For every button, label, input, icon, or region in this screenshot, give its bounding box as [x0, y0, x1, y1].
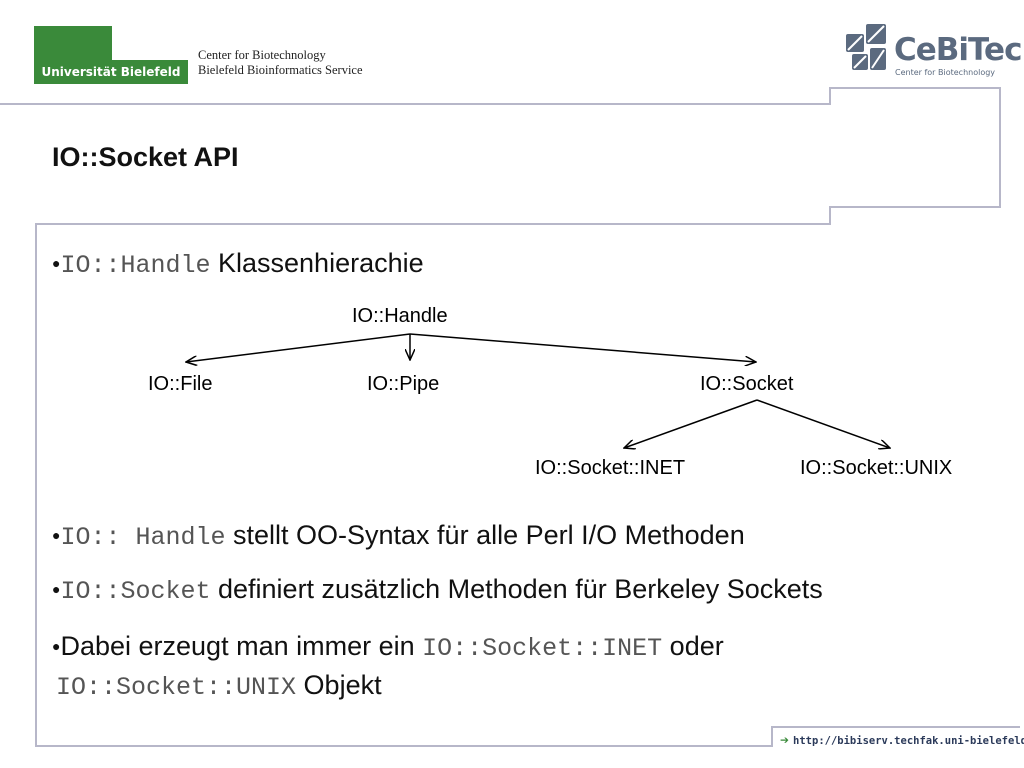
bullet-3: ●IO::Socket definiert zusätzlich Methode…: [52, 574, 823, 606]
center-line-1: Center for Biotechnology: [198, 48, 326, 62]
node-io-pipe: IO::Pipe: [367, 373, 439, 395]
edge-socket-inet: [624, 399, 758, 448]
slide-title: IO::Socket API: [52, 142, 239, 172]
bullet-4-line-1: ●Dabei erzeugt man immer ein IO::Socket:…: [52, 628, 724, 667]
bullet-dot: ●: [52, 580, 61, 597]
bullet-2-text: stellt OO-Syntax für alle Perl I/O Metho…: [225, 520, 745, 550]
university-logo: Universität Bielefeld: [34, 26, 188, 84]
footer-url[interactable]: ➔http://bibiserv.techfak.uni-bielefeld.d…: [780, 730, 1024, 749]
node-io-handle: IO::Handle: [352, 305, 448, 327]
bullet-4-text-after: Objekt: [296, 670, 382, 700]
node-io-socket-inet: IO::Socket::INET: [535, 457, 685, 479]
node-io-socket: IO::Socket: [700, 373, 794, 395]
cebitec-logo: CeBiTec Center for Biotechnology: [842, 20, 1022, 80]
edge-handle-file: [186, 333, 411, 362]
bullet-dot: ●: [52, 526, 61, 543]
edge-handle-socket: [409, 333, 756, 362]
center-info: Center for Biotechnology Bielefeld Bioin…: [198, 48, 363, 78]
cebitec-subtitle: Center for Biotechnology: [895, 68, 996, 77]
bullet-dot: ●: [52, 254, 61, 271]
bullet-4-text-middle: oder: [662, 631, 724, 661]
arrow-right-icon: ➔: [780, 731, 790, 749]
node-io-file: IO::File: [148, 373, 212, 395]
bullet-2-code: IO:: Handle: [60, 523, 226, 552]
university-logo-block: [34, 26, 112, 60]
bullet-dot: ●: [52, 637, 61, 654]
edge-socket-unix: [756, 399, 890, 448]
bullet-3-text: definiert zusätzlich Methoden für Berkel…: [210, 574, 823, 604]
bullet-4: ●Dabei erzeugt man immer ein IO::Socket:…: [52, 628, 724, 706]
bullet-4-text-before: Dabei erzeugt man immer ein: [60, 631, 423, 661]
cebitec-leaf-icon: [846, 24, 886, 70]
footer-url-text[interactable]: http://bibiserv.techfak.uni-bielefeld.de…: [793, 735, 1024, 747]
university-name: Universität Bielefeld: [34, 60, 188, 84]
bullet-1: ●IO::Handle Klassenhierachie: [52, 248, 424, 280]
bullet-4-code-1: IO::Socket::INET: [422, 634, 663, 663]
bullet-1-text: Klassenhierachie: [210, 248, 424, 278]
bullet-2: ●IO:: Handle stellt OO-Syntax für alle P…: [52, 520, 745, 552]
node-io-socket-unix: IO::Socket::UNIX: [800, 457, 952, 479]
bullet-4-line-2: IO::Socket::UNIX Objekt: [52, 667, 724, 706]
bullet-3-code: IO::Socket: [60, 577, 211, 606]
bullet-1-code: IO::Handle: [60, 251, 211, 280]
bullet-4-code-2: IO::Socket::UNIX: [56, 673, 297, 702]
cebitec-name: CeBiTec: [894, 32, 1022, 68]
center-line-2: Bielefeld Bioinformatics Service: [198, 63, 363, 77]
